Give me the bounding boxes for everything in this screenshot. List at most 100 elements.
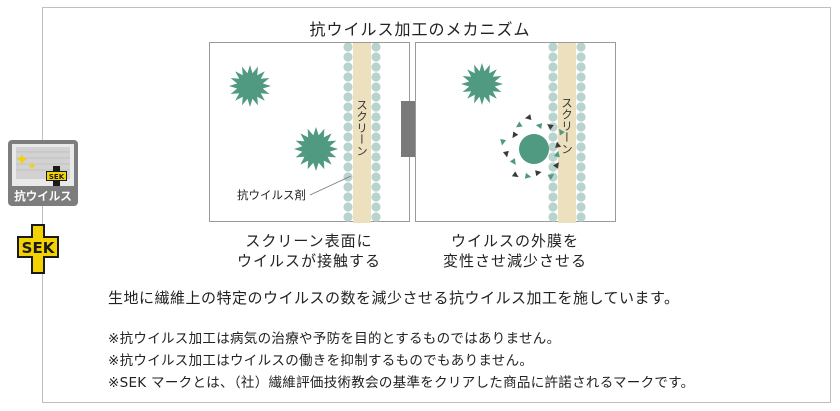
right-caption-line1: ウイルスの外膜を <box>450 232 579 250</box>
virus-fragment <box>555 141 562 148</box>
virus-fragment <box>509 158 516 165</box>
fiber-bead <box>576 62 586 72</box>
screen-band <box>558 43 576 223</box>
fiber-bead <box>548 52 558 62</box>
fiber-bead <box>548 62 558 72</box>
fiber-bead <box>576 212 586 222</box>
fiber-bead <box>343 212 353 222</box>
fiber-bead <box>576 202 586 212</box>
fiber-bead <box>343 62 353 72</box>
fiber-bead <box>343 92 353 102</box>
virus-fragment <box>554 150 560 158</box>
fiber-bead <box>576 192 586 202</box>
fiber-bead <box>371 112 381 122</box>
fiber-bead <box>371 192 381 202</box>
fiber-bead <box>371 132 381 142</box>
antivirus-badge-label: 抗ウイルス <box>14 189 72 203</box>
screen-band <box>353 43 371 223</box>
fiber-bead <box>548 142 558 152</box>
fiber-bead <box>371 212 381 222</box>
fiber-bead <box>576 82 586 92</box>
virus-fragment <box>547 173 555 180</box>
fiber-bead <box>343 112 353 122</box>
sek-mark-text: SEK <box>22 239 56 257</box>
antivirus-badge: SEK 抗ウイルス <box>8 140 78 206</box>
virus-fragment <box>500 139 507 146</box>
virus-fragment <box>535 123 543 130</box>
left-diagram-panel: 抗ウイルス剤 スクリーン <box>209 42 410 223</box>
fiber-bead <box>576 122 586 132</box>
virus-large <box>229 65 271 107</box>
fiber-bead <box>576 52 586 62</box>
agent-label: 抗ウイルス剤 <box>237 188 306 202</box>
fiber-bead <box>576 182 586 192</box>
virus-fragment <box>524 114 532 121</box>
description-text: 生地に繊維上の特定のウイルスの数を減少させる抗ウイルス加工を施しています。 <box>108 289 680 307</box>
virus-fragment <box>553 162 559 169</box>
virus-fragment <box>511 171 519 178</box>
sek-mark-icon: SEK <box>17 224 59 274</box>
virus-fragment <box>512 131 519 139</box>
fiber-bead <box>576 172 586 182</box>
virus-fragment <box>547 124 554 130</box>
fiber-bead <box>548 92 558 102</box>
virus-fragment <box>502 150 509 158</box>
note-3: ※SEK マークとは、（社）繊維評価技術教会の基準をクリアした商品に許諾されるマ… <box>108 375 695 391</box>
fiber-bead <box>371 52 381 62</box>
fiber-bead <box>548 132 558 142</box>
fiber-bead <box>548 192 558 202</box>
fiber-bead <box>576 162 586 172</box>
sparkle-icon <box>16 154 36 170</box>
fiber-bead <box>343 122 353 132</box>
fiber-bead <box>343 152 353 162</box>
mini-sek-text: SEK <box>49 173 65 181</box>
fiber-bead <box>371 72 381 82</box>
fiber-bead <box>371 122 381 132</box>
fiber-bead <box>576 152 586 162</box>
left-caption-line1: スクリーン表面に <box>245 232 373 250</box>
screen-label-right: スクリーン <box>560 97 574 155</box>
fiber-bead <box>548 202 558 212</box>
fiber-bead <box>548 102 558 112</box>
agent-pointer-line <box>309 175 352 196</box>
fiber-bead <box>371 162 381 172</box>
fiber-bead <box>371 182 381 192</box>
fiber-bead <box>576 102 586 112</box>
left-caption: スクリーン表面に ウイルスが接触する <box>214 231 404 271</box>
fiber-bead <box>371 62 381 72</box>
right-diagram-panel: スクリーン <box>415 42 616 223</box>
left-caption-line2: ウイルスが接触する <box>236 252 381 270</box>
fiber-bead <box>576 132 586 142</box>
virus-denatured <box>500 114 565 180</box>
fiber-bead <box>371 102 381 112</box>
fiber-bead <box>343 82 353 92</box>
fiber-bead <box>371 152 381 162</box>
fiber-bead <box>371 82 381 92</box>
virus-large <box>461 63 503 105</box>
mini-sek-mark-icon: SEK <box>46 166 67 186</box>
fiber-bead <box>371 142 381 152</box>
right-caption: ウイルスの外膜を 変性させ減少させる <box>420 231 610 271</box>
fiber-bead <box>343 192 353 202</box>
note-2: ※抗ウイルス加工はウイルスの働きを抑制するものでもありません。 <box>108 353 534 369</box>
fiber-bead <box>576 142 586 152</box>
fiber-bead <box>371 172 381 182</box>
fiber-bead <box>576 43 586 52</box>
fiber-bead <box>343 202 353 212</box>
fiber-bead <box>343 52 353 62</box>
fiber-bead <box>576 92 586 102</box>
fiber-bead <box>548 112 558 122</box>
virus-fragment <box>535 170 542 177</box>
fiber-bead <box>343 162 353 172</box>
fiber-bead <box>548 82 558 92</box>
fiber-bead <box>548 72 558 82</box>
fiber-bead <box>576 72 586 82</box>
fiber-bead <box>576 112 586 122</box>
fiber-bead <box>343 72 353 82</box>
fiber-bead <box>343 102 353 112</box>
right-caption-line2: 変性させ減少させる <box>442 252 587 270</box>
note-1: ※抗ウイルス加工は病気の治療や予防を目的とするものではありません。 <box>108 331 561 347</box>
fiber-bead <box>371 202 381 212</box>
fiber-bead <box>548 212 558 222</box>
fiber-bead <box>371 92 381 102</box>
